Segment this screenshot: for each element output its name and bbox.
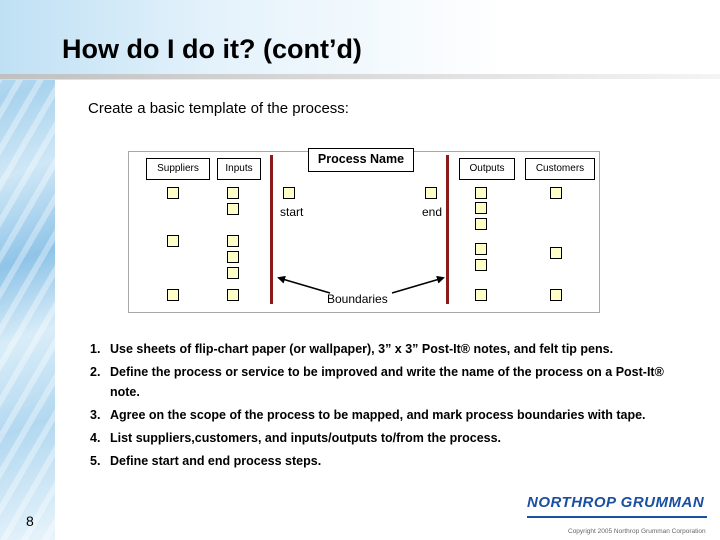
output-note [475, 289, 487, 301]
header-outputs: Outputs [459, 158, 515, 180]
output-note [475, 218, 487, 230]
end-boundary-line [446, 155, 449, 304]
arrow-to-end-boundary [391, 275, 445, 294]
input-note [227, 235, 239, 247]
customer-note [550, 187, 562, 199]
arrow-to-start-boundary [277, 275, 331, 294]
title-band [0, 0, 720, 80]
output-note [475, 259, 487, 271]
step-number: 5. [90, 454, 101, 468]
start-label: start [280, 205, 304, 219]
output-note [475, 187, 487, 199]
output-note [475, 243, 487, 255]
input-note [227, 187, 239, 199]
end-note [425, 187, 437, 199]
header-customers: Customers [525, 158, 595, 180]
slide-title: How do I do it? (cont’d) [62, 34, 362, 64]
input-note [227, 289, 239, 301]
steps-list: 1. Use sheets of flip-chart paper (or wal… [90, 339, 690, 474]
logo-underline [527, 516, 707, 518]
step-text: Use sheets of flip-chart paper (or wallp… [110, 342, 614, 356]
step-number: 2. [90, 365, 101, 379]
step-text: List suppliers,customers, and inputs/out… [110, 431, 502, 445]
step-number: 1. [90, 342, 101, 356]
supplier-note [167, 187, 179, 199]
output-note [475, 202, 487, 214]
start-note [283, 187, 295, 199]
list-item: 4. List suppliers,customers, and inputs/o… [90, 428, 690, 448]
step-text: Define the process or service to be impr… [110, 365, 664, 399]
step-text: Agree on the scope of the process to be … [110, 408, 646, 422]
customer-note [550, 247, 562, 259]
decorative-sidebar [0, 0, 55, 540]
copyright-notice: Copyright 2005 Northrop Grumman Corporat… [568, 528, 706, 535]
input-note [227, 251, 239, 263]
input-note [227, 203, 239, 215]
list-item: 1. Use sheets of flip-chart paper (or wal… [90, 339, 690, 359]
end-label: end [422, 205, 443, 219]
list-item: 5. Define start and end process steps. [90, 451, 690, 471]
page-number: 8 [26, 513, 34, 529]
start-boundary-line [270, 155, 273, 304]
slide-subtitle: Create a basic template of the process: [88, 100, 349, 117]
boundaries-label: Boundaries [327, 292, 388, 306]
header-suppliers: Suppliers [146, 158, 210, 180]
input-note [227, 267, 239, 279]
step-number: 4. [90, 431, 101, 445]
header-inputs: Inputs [217, 158, 261, 180]
list-item: 3. Agree on the scope of the process to b… [90, 405, 690, 425]
title-rule [0, 74, 720, 79]
step-text: Define start and end process steps. [110, 454, 322, 468]
process-name-box: Process Name [308, 148, 414, 172]
list-item: 2. Define the process or service to be im… [90, 362, 690, 402]
customer-note [550, 289, 562, 301]
supplier-note [167, 235, 179, 247]
step-number: 3. [90, 408, 101, 422]
supplier-note [167, 289, 179, 301]
northrop-grumman-logo: NORTHROP GRUMMAN [527, 494, 705, 511]
